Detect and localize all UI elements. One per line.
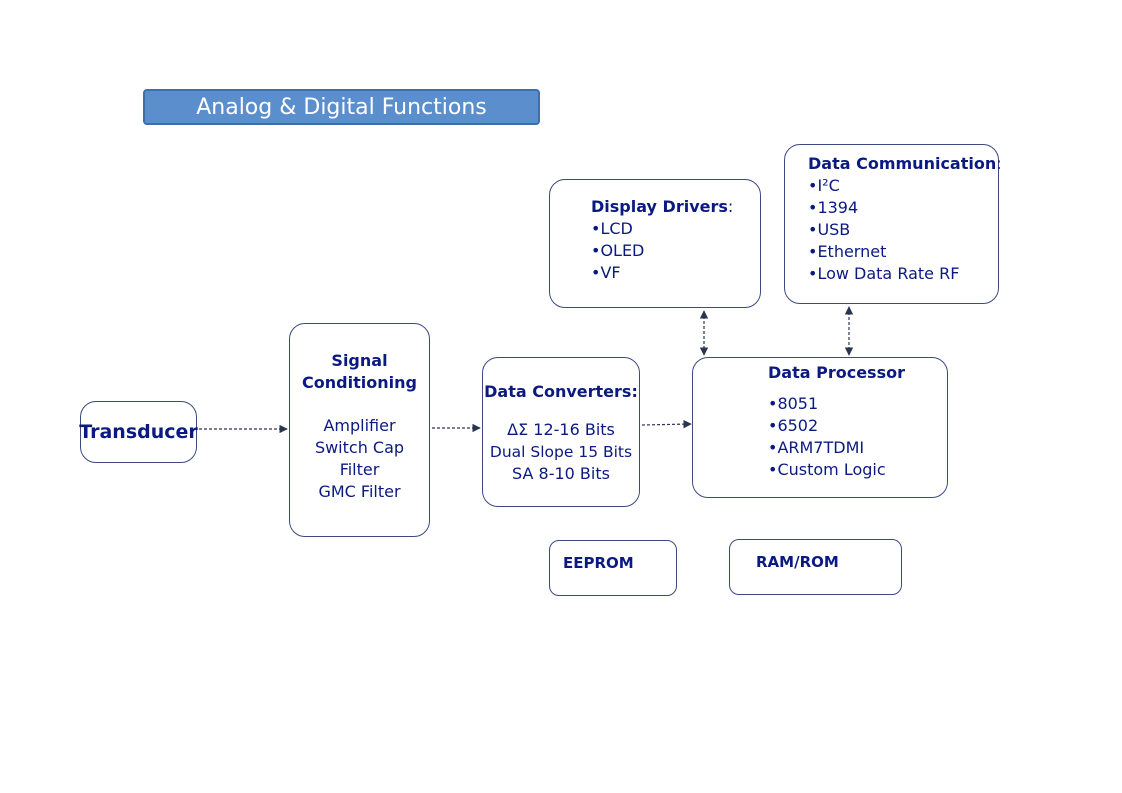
- data-processor-item: Custom Logic: [768, 459, 947, 481]
- data-communication-item: Ethernet: [808, 241, 998, 263]
- data-processor-item: 8051: [768, 393, 947, 415]
- data-communication-item: USB: [808, 219, 998, 241]
- data-converters-item: SA 8-10 Bits: [512, 464, 610, 483]
- data-communication-item: I²C: [808, 175, 998, 197]
- data-converters-item: ΔΣ 12-16 Bits: [507, 420, 615, 439]
- data-converters-box: Data Converters: ΔΣ 12-16 Bits Dual Slop…: [482, 357, 640, 507]
- signal-conditioning-item: Amplifier: [323, 416, 396, 435]
- signal-conditioning-item: Filter: [339, 460, 380, 479]
- display-drivers-colon: :: [727, 197, 734, 216]
- data-communication-heading: Data Communication:: [808, 153, 1002, 175]
- data-converters-title: Data Converters:: [484, 382, 638, 401]
- diagram-title: Analog & Digital Functions: [143, 89, 540, 125]
- signal-conditioning-title-line1: Signal: [331, 351, 388, 370]
- signal-conditioning-box: Signal Conditioning Amplifier Switch Cap…: [289, 323, 430, 537]
- data-converters-item: Dual Slope 15 Bits: [489, 443, 633, 461]
- signal-conditioning-item: GMC Filter: [318, 482, 401, 501]
- display-drivers-item: OLED: [591, 240, 760, 262]
- display-drivers-title: Display Drivers: [591, 197, 728, 216]
- data-processor-title: Data Processor: [768, 363, 905, 382]
- data-processor-item: ARM7TDMI: [768, 437, 947, 459]
- ramrom-box: RAM/ROM: [729, 539, 902, 595]
- data-communication-title: Data Communication: [808, 154, 997, 173]
- data-communication-colon: :: [996, 154, 1002, 173]
- ramrom-label: RAM/ROM: [756, 553, 839, 571]
- display-drivers-item: LCD: [591, 218, 760, 240]
- display-drivers-item: VF: [591, 262, 760, 284]
- signal-conditioning-item: Switch Cap: [314, 438, 405, 457]
- transducer-label: Transducer: [79, 421, 198, 443]
- display-drivers-box: Display Drivers: LCD OLED VF: [549, 179, 761, 308]
- display-drivers-heading: Display Drivers:: [591, 196, 760, 218]
- data-communication-box: Data Communication: I²C 1394 USB Etherne…: [784, 144, 1002, 304]
- data-processor-box: Data Processor 8051 6502 ARM7TDMI Custom…: [692, 357, 948, 498]
- signal-conditioning-title-line2: Conditioning: [302, 373, 417, 392]
- transducer-box: Transducer: [79, 401, 198, 463]
- eeprom-label: EEPROM: [563, 554, 634, 572]
- data-communication-item: Low Data Rate RF: [808, 263, 998, 285]
- arrow-data-converters-to-data-processor: [641, 419, 692, 429]
- data-processor-item: 6502: [768, 415, 947, 437]
- eeprom-box: EEPROM: [549, 540, 677, 596]
- data-communication-item: 1394: [808, 197, 998, 219]
- diagram-title-text: Analog & Digital Functions: [196, 94, 487, 120]
